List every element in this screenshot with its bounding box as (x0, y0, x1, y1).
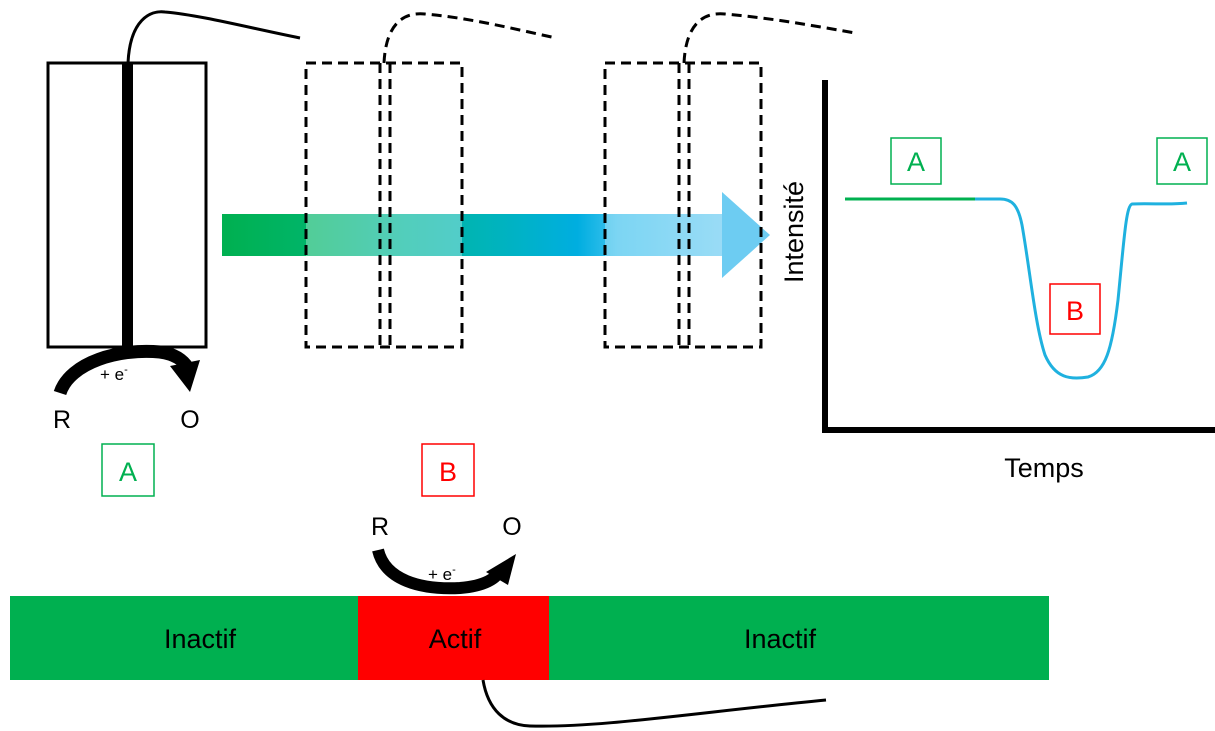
strip-label-active: Actif (429, 624, 482, 654)
state-a-badge: A (101, 443, 155, 497)
graph-xlabel: Temps (1004, 453, 1084, 483)
active-product-label: O (502, 513, 521, 541)
state-b-badge: B (421, 443, 475, 497)
graph-label-a-start: A (890, 137, 942, 185)
curve-dip-blue (975, 197, 1188, 380)
curved-arrow-icon (53, 344, 200, 396)
state-a-label: A (119, 457, 137, 487)
active-reactant-label: R (371, 513, 389, 541)
svg-text:A: A (1173, 147, 1191, 177)
cell-electron-label: + e- (100, 364, 128, 384)
cell-ghost-2 (603, 12, 856, 349)
svg-text:B: B (1066, 296, 1084, 326)
electrode-strip: Inactif Actif Inactif (10, 596, 1049, 728)
gradient-arrow-icon (222, 192, 770, 278)
strip-segment-active (358, 596, 549, 680)
state-b-label: B (439, 457, 457, 487)
cell-product-label: O (180, 406, 199, 434)
electrochemical-cell (46, 10, 301, 349)
active-electron-label: + e- (428, 564, 456, 584)
electrode-wire (126, 10, 301, 64)
strip-label-inactive-right: Inactif (744, 624, 817, 654)
graph-label-b-dip: B (1049, 283, 1101, 335)
strip-segment-inactive-right (549, 596, 1049, 680)
intensity-graph: Intensité Temps A B A (779, 80, 1215, 483)
electrode (122, 63, 133, 347)
graph-label-a-end: A (1156, 137, 1208, 185)
curved-arrow-icon-bottom (372, 548, 516, 595)
strip-label-inactive-left: Inactif (164, 624, 237, 654)
graph-ylabel: Intensité (779, 181, 809, 283)
strip-wire (481, 679, 827, 728)
svg-text:A: A (907, 147, 925, 177)
cell-reactant-label: R (53, 406, 71, 434)
strip-segment-inactive-left (10, 596, 358, 680)
cell-ghost-1 (304, 12, 557, 349)
